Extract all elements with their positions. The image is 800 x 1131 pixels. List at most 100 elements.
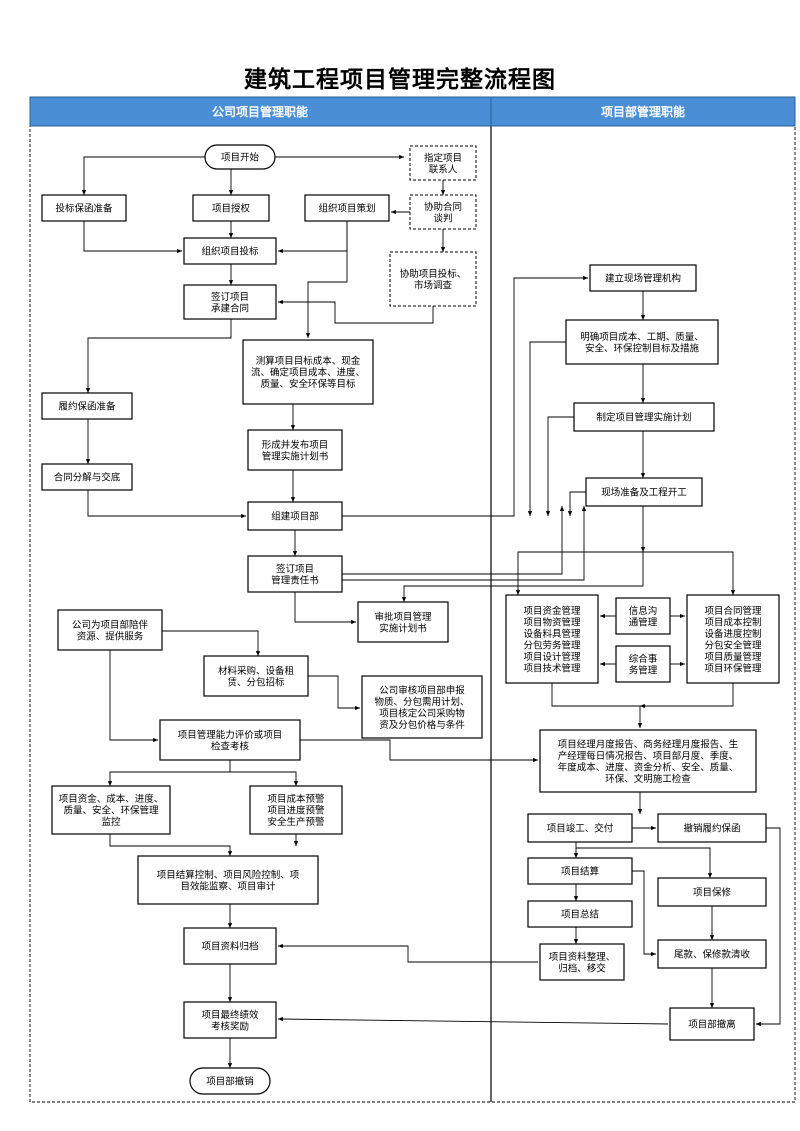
connector-arrow	[308, 675, 360, 711]
node-designate-contact: 指定项目联系人	[409, 145, 477, 181]
node-label: 公司为项目部陪伴资源、提供服务	[72, 619, 149, 643]
node-site-prep: 现场准备及工程开工	[585, 477, 703, 507]
node-label: 组织项目策划	[318, 203, 375, 215]
node-shape	[615, 645, 671, 683]
connector-arrow	[527, 341, 566, 516]
connector-arrow	[640, 683, 734, 709]
node-contract-decompose: 合同分解与交底	[41, 463, 133, 491]
node-shape	[183, 237, 277, 265]
node-label: 审批项目管理实施计划书	[374, 611, 432, 635]
node-settlement: 项目结算	[527, 857, 633, 885]
node-label: 合同分解与交底	[54, 472, 121, 484]
connector-arrow	[342, 506, 565, 575]
node-label: 签订项目管理责任书	[271, 563, 319, 587]
connector-arrow	[85, 319, 232, 393]
connector-arrow	[109, 650, 158, 743]
node-shape	[589, 264, 697, 292]
node-shape	[669, 1007, 755, 1041]
node-label: 项目部撤离	[688, 1019, 736, 1031]
node-start: 项目开始	[204, 144, 276, 170]
node-shape	[527, 900, 633, 928]
node-shape	[361, 675, 483, 739]
node-label: 项目成本预警项目进度预警安全生产预警	[267, 793, 325, 828]
connector-arrow	[756, 827, 781, 1027]
node-shape	[51, 785, 171, 835]
node-shape	[204, 144, 276, 170]
node-warnings: 项目成本预警项目进度预警安全生产预警	[249, 785, 343, 835]
node-shape	[249, 785, 343, 835]
node-shape	[573, 402, 715, 432]
right-lane-header	[490, 96, 796, 127]
connector-arrow	[576, 847, 713, 878]
node-assist-bidding: 协助项目投标、市场调查	[389, 251, 477, 307]
node-label: 项目结算控制、项目风险控制、项目效能监察、项目审计	[157, 869, 300, 893]
node-final-eval: 项目最终绩效考核奖励	[183, 1001, 277, 1039]
node-label: 项目结算	[561, 866, 599, 878]
connector-arrow	[551, 683, 643, 728]
node-measure-targets: 测算项目目标成本、现金流、确定项目成本、进度、质量、安全环保等目标	[242, 339, 374, 405]
node-org-bidding: 组织项目投标	[183, 237, 277, 265]
node-shape	[657, 877, 767, 907]
node-label: 投标保函准备	[55, 203, 113, 215]
node-label: 项目部撤销	[206, 1076, 254, 1088]
node-make-impl-plan: 制定项目管理实施计划	[573, 402, 715, 432]
page-title: 建筑工程项目管理完整流程图	[244, 67, 556, 93]
node-shape	[565, 319, 719, 365]
right-lane-title: 项目部管理职能	[601, 104, 685, 119]
connector-arrow	[162, 630, 261, 656]
node-archive: 项目资料归档	[183, 927, 277, 965]
node-shape	[505, 594, 599, 684]
node-label: 形成并发布项目管理实施计划书	[262, 439, 329, 463]
node-sign-contract: 签订项目承建合同	[183, 284, 277, 320]
node-company-review: 公司审核项目部申报物质、分包需用计划、项目核定公司采购物资及分包价格与条件	[361, 675, 483, 739]
node-label: 项目资金、成本、进度、质量、安全、环保管理监控	[59, 793, 164, 828]
node-label: 项目资料归档	[201, 941, 258, 953]
connector-arrow	[342, 275, 588, 517]
node-label: 项目授权	[212, 203, 251, 215]
node-completion: 项目竣工、交付	[527, 813, 633, 843]
node-mgmt-right: 项目合同管理项目成本控制设备进度控制分包安全管理项目质量管理项目环保管理	[686, 594, 780, 684]
node-clarify-targets: 明确项目成本、工期、质量、安全、环保控制目标及措施	[565, 319, 719, 365]
left-lane-title: 公司项目管理职能	[212, 104, 308, 119]
node-label: 信息沟通管理	[629, 605, 658, 629]
connector-arrow	[305, 221, 348, 338]
connector-arrow	[278, 299, 434, 324]
node-label: 组织项目投标	[201, 246, 259, 258]
node-label: 制定项目管理实施计划	[596, 412, 691, 424]
node-shape	[247, 555, 343, 593]
node-label: 签订项目承建合同	[211, 291, 249, 315]
node-cancel: 项目部撤销	[189, 1067, 271, 1095]
node-shape	[137, 855, 319, 905]
connector-arrow	[109, 834, 233, 856]
node-label: 建立现场管理机构	[605, 273, 681, 285]
node-shape	[242, 339, 374, 405]
node-shape	[585, 477, 703, 507]
node-shape	[389, 251, 477, 307]
node-label: 项目开始	[221, 152, 260, 164]
node-shape	[203, 655, 309, 697]
node-procurement: 材料采购、设备租赁、分包招标	[203, 655, 309, 697]
node-shape	[539, 729, 757, 793]
node-shape	[41, 392, 133, 420]
node-dept-withdraw: 项目部撤离	[669, 1007, 755, 1041]
node-mgmt-left: 项目资金管理项目物资管理设备料具管理分包劳务管理项目设计管理项目技术管理	[505, 594, 599, 684]
node-cancel-perf-bond: 撤销履约保函	[657, 813, 767, 843]
connector-arrow	[567, 491, 586, 516]
node-shape	[539, 943, 625, 981]
node-perf-bond-prep: 履约保函准备	[41, 392, 133, 420]
node-monthly-reports: 项目经理月度报告、商务经理月度报告、生产经理每日情况报告、项目部月度、季度、年度…	[539, 729, 757, 793]
connector-arrow	[83, 221, 182, 254]
connector-arrow	[87, 490, 246, 519]
node-label: 组建项目部	[271, 511, 319, 523]
node-establish-site-org: 建立现场管理机构	[589, 264, 697, 292]
node-label: 履约保函准备	[58, 401, 116, 413]
node-shape	[41, 194, 127, 222]
node-org-planning: 组织项目策划	[304, 194, 390, 222]
node-capability-eval: 项目管理能力评价或项目检查考核	[159, 719, 301, 761]
connector-arrow	[294, 592, 356, 625]
connectors	[81, 154, 781, 1068]
node-shape	[41, 463, 133, 491]
node-shape	[57, 609, 163, 651]
connector-arrow	[342, 506, 587, 581]
